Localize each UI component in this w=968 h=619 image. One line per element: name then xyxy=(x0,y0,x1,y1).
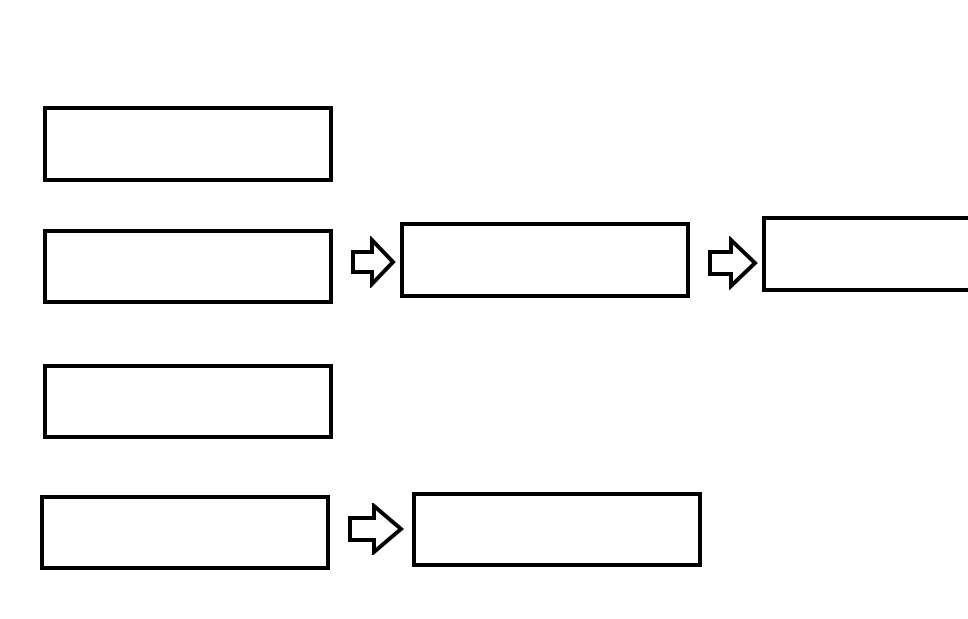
row2-box1 xyxy=(43,229,333,304)
row2-box3 xyxy=(762,216,968,292)
row4-box2 xyxy=(412,492,702,567)
right-arrow-icon xyxy=(351,236,396,288)
row1-box1 xyxy=(43,106,333,182)
row4-box1 xyxy=(40,495,330,570)
right-arrow-icon xyxy=(708,236,758,290)
right-arrow-icon xyxy=(348,503,405,555)
row2-box2 xyxy=(400,222,690,298)
row3-box1 xyxy=(43,364,333,439)
